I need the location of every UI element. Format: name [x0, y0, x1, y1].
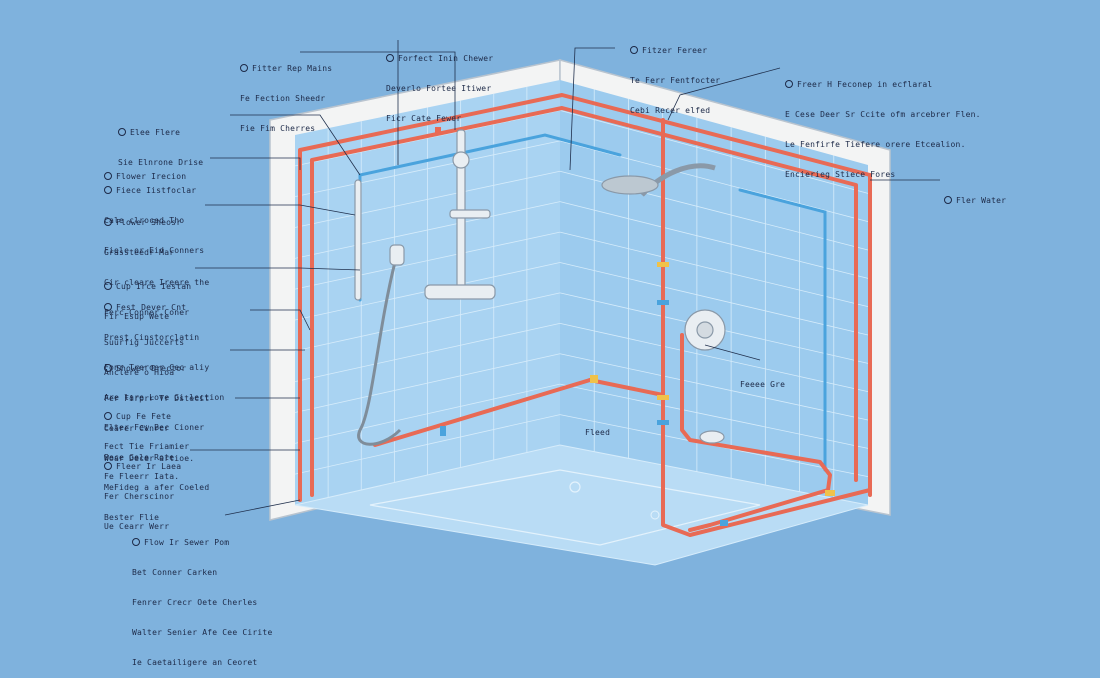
hot-pipe-valve-drop	[680, 333, 832, 532]
grout-line	[559, 110, 869, 194]
grout-line	[559, 353, 869, 421]
fitting-9	[435, 127, 441, 135]
fitting-6	[590, 375, 598, 383]
grout-line	[294, 231, 561, 290]
hand-shower-bar	[354, 179, 362, 301]
label-left-6: Cup Irce Iestan Fir Esup Wete	[104, 282, 192, 321]
grout-line	[559, 140, 869, 223]
slide-bar-bracket	[449, 209, 491, 219]
fitting-5	[440, 426, 446, 436]
grout-line	[294, 201, 561, 259]
cold-pipe-right-run	[738, 188, 827, 472]
fitting-7	[720, 520, 728, 526]
label-inline-1: Fleed	[585, 428, 611, 437]
fitting-2	[657, 300, 669, 305]
grout-line	[294, 414, 561, 475]
label-right-2: Fler Water	[944, 176, 1006, 216]
label-left-1: Fitter Rep Mains Fe Fection Sheedr Fie F…	[240, 64, 333, 133]
label-left-5: Flower Sheosr Grassteedr Mar Cir cleare …	[104, 218, 210, 377]
shower-floor	[294, 444, 869, 566]
tub-spout	[699, 430, 725, 444]
pipe-fittings	[435, 127, 835, 526]
cold-pipe-left-run	[358, 133, 622, 177]
label-left-10: Fleer Ir Laea Fer Cherscinor Ue Cearr We…	[104, 462, 182, 531]
floor-drain-plate	[369, 469, 761, 546]
label-left-4: Fiece Iistfoclar Cale clroced Tho Fiele …	[104, 186, 205, 255]
fitting-1	[657, 262, 669, 267]
label-left-8: Shower Drector Fer Firprr Tr Dstecit Cea…	[104, 364, 210, 463]
floor-drain-2	[650, 510, 660, 520]
label-top-1: Forfect Inin Chewer Deverlo Fortee Itiwe…	[386, 54, 494, 123]
fitting-8	[825, 490, 835, 496]
rain-shower-head	[601, 175, 659, 195]
floor-drain	[569, 481, 581, 493]
hot-pipe-frame-inner	[310, 106, 858, 497]
grout-line	[294, 170, 561, 228]
wall-valve-handle	[696, 321, 714, 339]
fitting-4	[657, 420, 669, 425]
slide-bar-valve	[424, 284, 496, 300]
hand-shower-hose	[357, 261, 402, 446]
grout-line	[559, 383, 869, 449]
grout-line	[559, 322, 869, 393]
grout-line	[559, 262, 869, 336]
grout-line	[294, 110, 561, 167]
fitting-3	[657, 395, 669, 400]
label-top-2: Fitzer Fereer Te Ferr Fentfocter Cebi Re…	[630, 46, 721, 115]
label-left-2: Elee Flere Sie Elnrone Drise	[118, 128, 204, 167]
grout-line	[559, 201, 869, 279]
label-inline-2: Feeee Gre	[740, 380, 786, 389]
leader-lines	[190, 40, 940, 516]
label-left-9: Cup Fe Fete Fect Tie Friamier Fe Fleerr …	[104, 412, 190, 481]
grout-line	[294, 140, 561, 198]
label-left-3: Flower Irecion	[104, 152, 186, 192]
hot-pipe-floor-run	[661, 408, 872, 537]
label-left-11: Flow Ir Sewer Pom Bet Conner Carken Fenr…	[132, 538, 273, 667]
grout-line	[559, 231, 869, 308]
hot-pipe-center-link	[588, 378, 665, 397]
shower-plumbing-diagram	[190, 40, 940, 566]
hand-shower-head	[389, 244, 405, 266]
hot-pipes	[298, 93, 872, 537]
grout-line	[294, 353, 561, 413]
grout-line	[294, 292, 561, 352]
grout-line	[294, 383, 561, 444]
hot-pipe-frame-left	[298, 93, 872, 502]
grout-line	[294, 322, 561, 383]
label-right-1: Freer H Feconep in ecflaral E Cese Deer …	[785, 80, 981, 179]
slide-bar-knob	[452, 151, 470, 169]
label-left-7: Fest Dever Cnt Prest Cinstorclatin Fonr …	[104, 303, 225, 522]
hot-pipe-branch	[373, 378, 592, 447]
